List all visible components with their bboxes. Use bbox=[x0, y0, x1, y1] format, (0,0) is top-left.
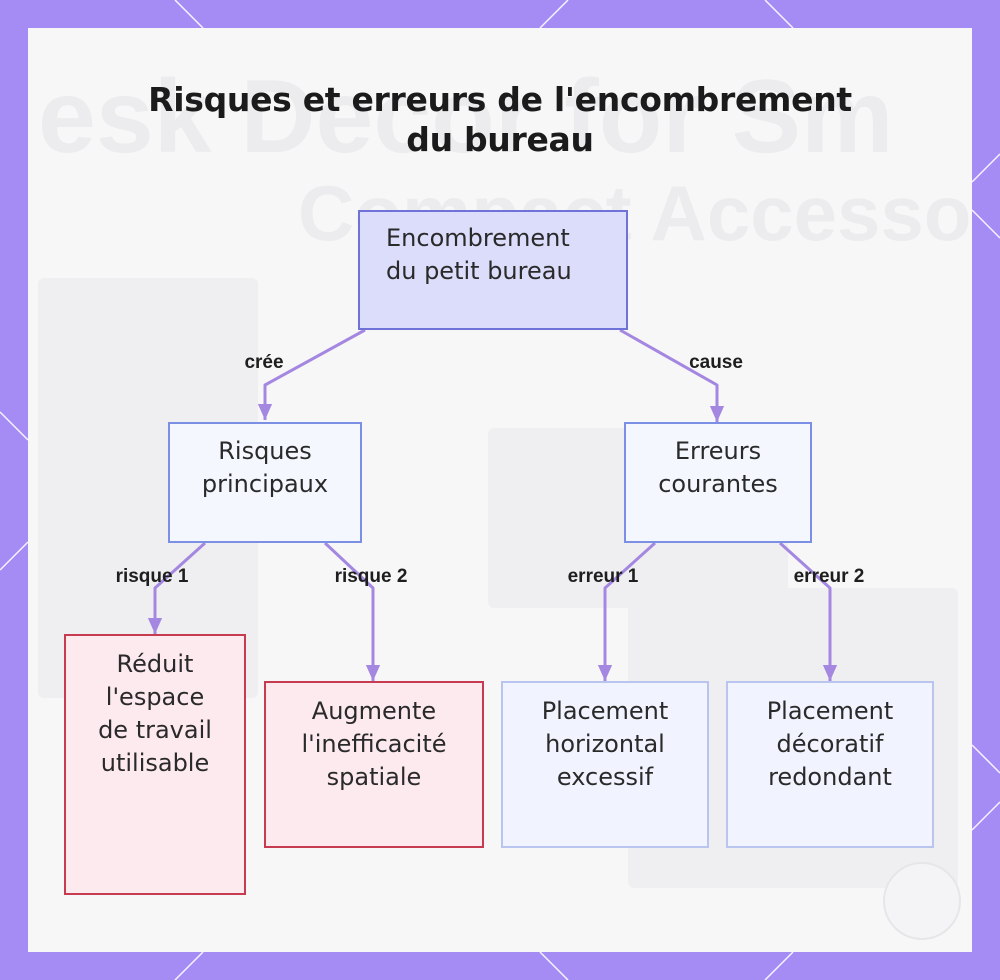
edge-label-erreur1: erreur 1 bbox=[568, 566, 639, 588]
edge-label-cause: cause bbox=[689, 352, 743, 374]
node-root-label: Encombrement du petit bureau bbox=[386, 222, 626, 288]
node-risks-label: Risques principaux bbox=[170, 435, 360, 501]
edge-root-errors bbox=[620, 330, 717, 422]
node-risk1: Réduit l'espace de travail utilisable bbox=[64, 634, 246, 895]
edge-label-cree: crée bbox=[244, 352, 283, 374]
edge-label-erreur2: erreur 2 bbox=[794, 566, 865, 588]
edge-risks-risk2 bbox=[325, 543, 373, 681]
node-error2-label: Placement décoratif redondant bbox=[728, 695, 932, 794]
edge-risks-risk1 bbox=[155, 543, 205, 634]
node-error2: Placement décoratif redondant bbox=[726, 681, 934, 848]
node-risk2: Augmente l'inefficacité spatiale bbox=[264, 681, 484, 848]
node-risk1-label: Réduit l'espace de travail utilisable bbox=[66, 648, 244, 780]
edge-label-risque2: risque 2 bbox=[335, 566, 408, 588]
edge-errors-error1 bbox=[605, 543, 655, 681]
node-errors-label: Erreurs courantes bbox=[626, 435, 810, 501]
node-risks: Risques principaux bbox=[168, 422, 362, 543]
node-risk2-label: Augmente l'inefficacité spatiale bbox=[266, 695, 482, 794]
edge-errors-error2 bbox=[780, 543, 830, 681]
edge-root-risks bbox=[265, 330, 365, 420]
node-error1-label: Placement horizontal excessif bbox=[503, 695, 707, 794]
node-errors: Erreurs courantes bbox=[624, 422, 812, 543]
node-root: Encombrement du petit bureau bbox=[358, 210, 628, 330]
edge-label-risque1: risque 1 bbox=[116, 566, 189, 588]
node-error1: Placement horizontal excessif bbox=[501, 681, 709, 848]
